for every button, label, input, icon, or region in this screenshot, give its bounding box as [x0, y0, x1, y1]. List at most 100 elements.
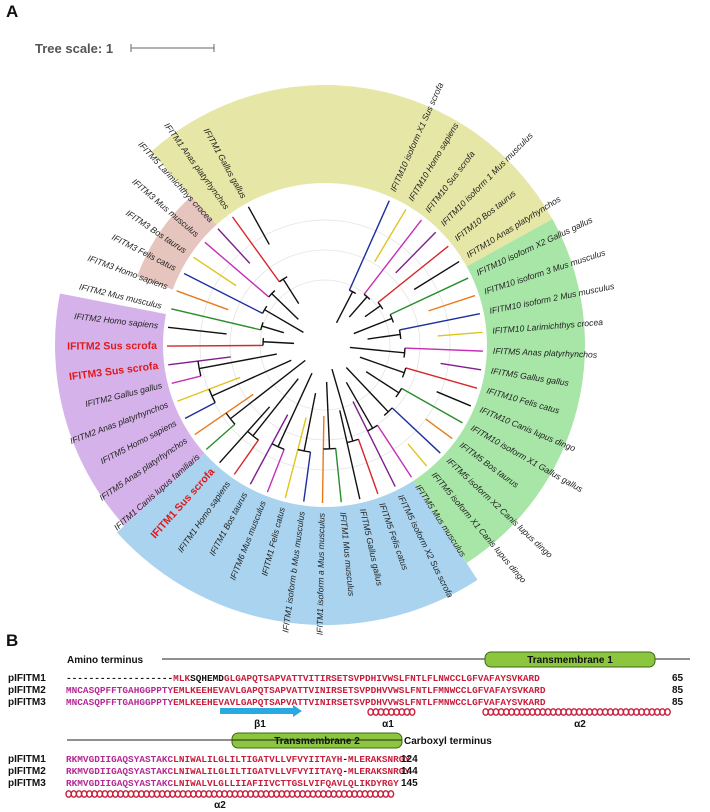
sequence-name: pIFITM2 [8, 766, 46, 777]
sequence-residues: MNCASQPFFTGAHGGPPTYEMLKEEHEVAVLGAPQTSAPV… [66, 685, 546, 696]
tree-branch [348, 296, 368, 318]
tree-branch [263, 341, 295, 345]
tree-branch [335, 448, 342, 503]
alpha2-label-1: α2 [574, 719, 586, 730]
helix-coil [659, 708, 666, 716]
tree-branch [428, 294, 476, 312]
sequence-residues: RKMVGDIIGAQSYASTAKCLNIWALVLGLLIIAFIIVCTT… [66, 778, 399, 789]
helix-coil [190, 790, 197, 798]
helix-coil [268, 790, 275, 798]
tree-branch [205, 423, 236, 450]
helix-coil [653, 708, 661, 716]
tree-branch [331, 368, 354, 442]
tree-branch [247, 206, 270, 245]
helix-coil [403, 708, 411, 716]
tree-branch [229, 359, 306, 420]
helix-coil [487, 708, 495, 716]
helix-coil [127, 790, 135, 798]
sequence-name: pIFITM2 [8, 685, 46, 696]
helix-coil [195, 790, 202, 798]
tree-branch [359, 356, 405, 374]
alpha2-helix-2 [65, 790, 395, 798]
helix-coil [273, 790, 280, 798]
tree-branch [261, 325, 285, 334]
helix-coil [549, 708, 557, 716]
amino-terminus-label: Amino terminus [67, 655, 144, 666]
tree-branch [184, 401, 216, 420]
tm1-box [484, 651, 656, 668]
helix-coil [607, 708, 614, 716]
helix-coil [262, 790, 270, 798]
leaf-label: IFITM2 Sus scrofa [67, 340, 157, 353]
helix-coil [65, 790, 72, 798]
tree-branch [374, 208, 407, 263]
helix-coil [570, 708, 578, 716]
helix-coil [158, 790, 166, 798]
helix-coil [398, 708, 406, 716]
helix-coil [638, 708, 645, 716]
tree-branch [407, 443, 428, 467]
tree-branch [277, 372, 313, 447]
helix-coil [91, 790, 98, 798]
tree-branch [171, 375, 201, 385]
helix-coil [309, 790, 317, 798]
helix-coil [283, 790, 291, 798]
helix-coil [226, 790, 234, 798]
sequence-length: 144 [401, 766, 418, 777]
tree-branch [425, 418, 453, 440]
tree-branch [211, 359, 292, 397]
helix-coil [294, 790, 301, 798]
helix-coil [351, 790, 358, 798]
helix-coil [112, 790, 119, 798]
helix-coil [367, 708, 374, 716]
tree-branch [377, 245, 449, 304]
tree-branch [364, 305, 381, 318]
helix-coil [622, 708, 630, 716]
helix-coil [361, 790, 369, 798]
tree-branch [348, 200, 390, 291]
sequence-residues: MNCASQPFFTGAHGGPPTYEMLKEEHEVAVLGAPQTSAPV… [66, 697, 546, 708]
helix-coil [356, 790, 364, 798]
helix-coil [304, 790, 312, 798]
tree-branch [345, 367, 389, 413]
helix-coil [372, 790, 379, 798]
helix-coil [330, 790, 338, 798]
helix-coil [586, 708, 593, 716]
alpha1-label: α1 [382, 719, 394, 730]
tree-branch [399, 313, 481, 331]
tree-branch [335, 291, 354, 324]
tree-branch [183, 272, 263, 314]
alpha2-label-2: α2 [214, 800, 226, 811]
tree-branch [437, 331, 483, 337]
sequence-residues: -------------------MLKSQHEMDGLGAPQTSAPVA… [66, 673, 540, 684]
tree-branch [177, 376, 241, 402]
tree-branch [404, 347, 483, 352]
helix-coil [565, 708, 573, 716]
tree-branch [166, 344, 264, 347]
tree-branch [231, 216, 280, 283]
helix-coil [86, 790, 93, 798]
helix-coil [335, 790, 343, 798]
helix-coil [340, 790, 348, 798]
helix-coil [346, 790, 353, 798]
tree-branch [367, 333, 401, 340]
helix-coil [648, 708, 656, 716]
helix-coil [320, 790, 327, 798]
panel-b-label: B [6, 631, 18, 650]
tree-node-arc [398, 329, 402, 339]
tree-branch [282, 278, 300, 305]
helix-coil [601, 708, 609, 716]
helix-coil [382, 790, 390, 798]
tree-node-arc [377, 302, 384, 310]
alpha1-helix [367, 708, 416, 716]
tree-scale-bar [130, 44, 215, 52]
tree-branch [199, 353, 277, 370]
alpha2-helix-1 [482, 708, 671, 716]
sequence-residues: RKMVGDIIGAQSYASTAKCLNIWALILGLILTIGATVLLV… [66, 754, 410, 765]
tree-node-arc [271, 443, 285, 450]
helix-coil [153, 790, 161, 798]
leaf-label: IFITM5 Anas platyrhynchos [493, 346, 598, 360]
tree-branches [166, 200, 483, 503]
helix-coil [581, 708, 588, 716]
